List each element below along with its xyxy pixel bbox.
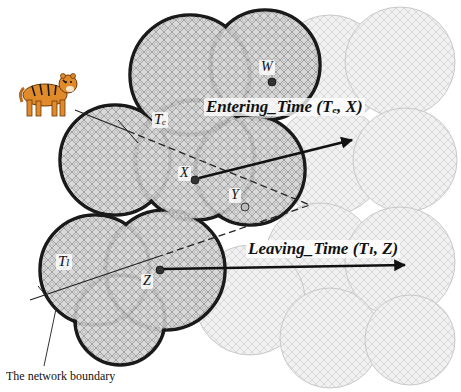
time-label: Tₗ	[56, 254, 72, 270]
outer-sensor-region	[195, 7, 457, 388]
time-label: Tₑ	[152, 112, 168, 128]
sensor-label: W	[259, 60, 275, 75]
leader-line	[44, 309, 56, 366]
boundary-label: The network boundary	[4, 370, 117, 383]
network-boundary-region	[40, 10, 320, 365]
tiger-icon	[20, 74, 77, 117]
sensor-label: Y	[229, 188, 241, 203]
sensor-label: X	[178, 166, 191, 181]
sensor-label: Z	[141, 274, 153, 289]
entering-time-label: Entering_Time (Tₑ, X)	[204, 98, 365, 116]
trajectory	[30, 110, 310, 308]
leaving-time-label: Leaving_Time (Tₗ, Z)	[246, 240, 400, 258]
report-arrows	[164, 140, 405, 269]
